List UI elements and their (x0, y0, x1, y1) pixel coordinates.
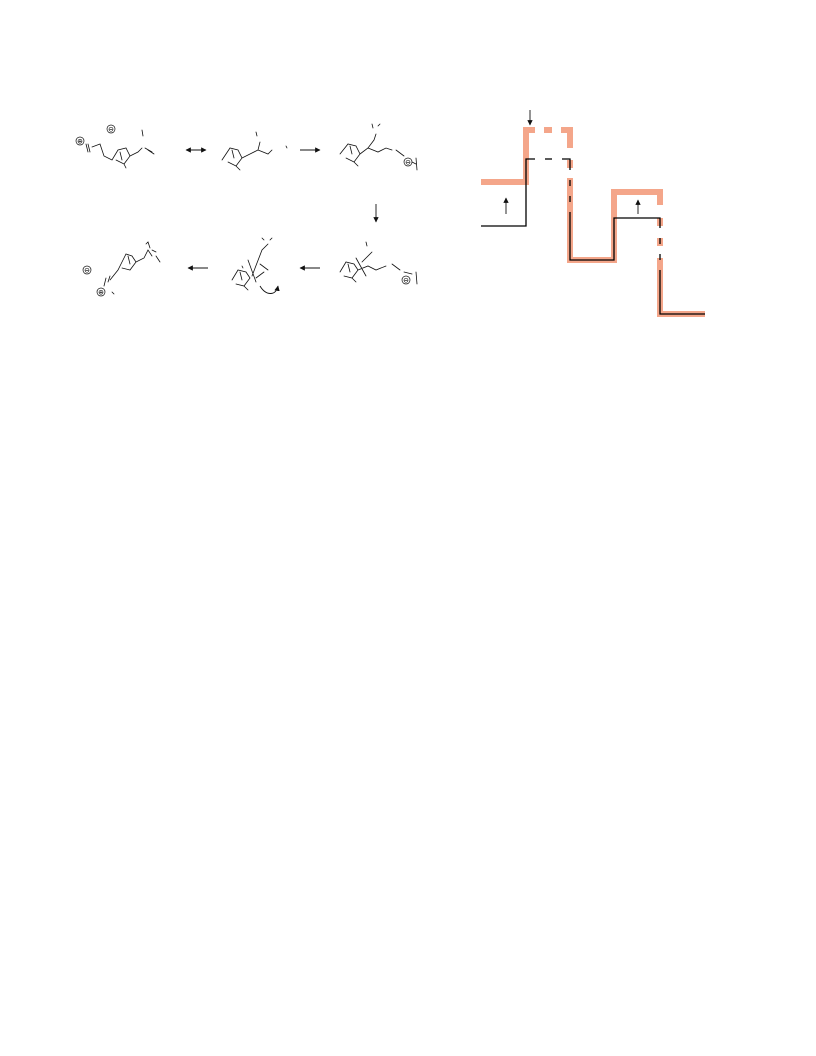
charge-positive-6: ⊕ (96, 287, 106, 297)
profile-inner (481, 158, 705, 315)
svg-text:⊕: ⊕ (98, 289, 104, 297)
charge-negative-4: ⊖ (401, 275, 411, 285)
charge-negative-1: ⊖ (106, 124, 116, 134)
molecule-5 (231, 237, 280, 294)
molecule-3: ⊖ (339, 123, 418, 171)
charge-positive-1: ⊕ (75, 136, 85, 146)
svg-text:⊖: ⊖ (108, 126, 114, 134)
molecule-1: ⊕ ⊖ (75, 124, 155, 169)
charge-negative-6: ⊖ (82, 265, 92, 275)
profile-outer (481, 127, 705, 317)
molecule-2 (221, 131, 288, 171)
charge-negative-3: ⊖ (403, 157, 413, 167)
svg-text:⊖: ⊖ (403, 277, 409, 285)
reaction-scheme: ⊕ ⊖ ⊖ (75, 123, 418, 297)
energy-profile (481, 110, 705, 317)
molecule-6: ⊖ ⊕ (82, 241, 161, 297)
svg-text:⊖: ⊖ (405, 159, 411, 167)
curved-electron-arrow (259, 285, 280, 294)
molecule-4: ⊖ (339, 241, 418, 285)
svg-text:⊕: ⊕ (77, 138, 83, 146)
svg-text:⊖: ⊖ (84, 267, 90, 275)
